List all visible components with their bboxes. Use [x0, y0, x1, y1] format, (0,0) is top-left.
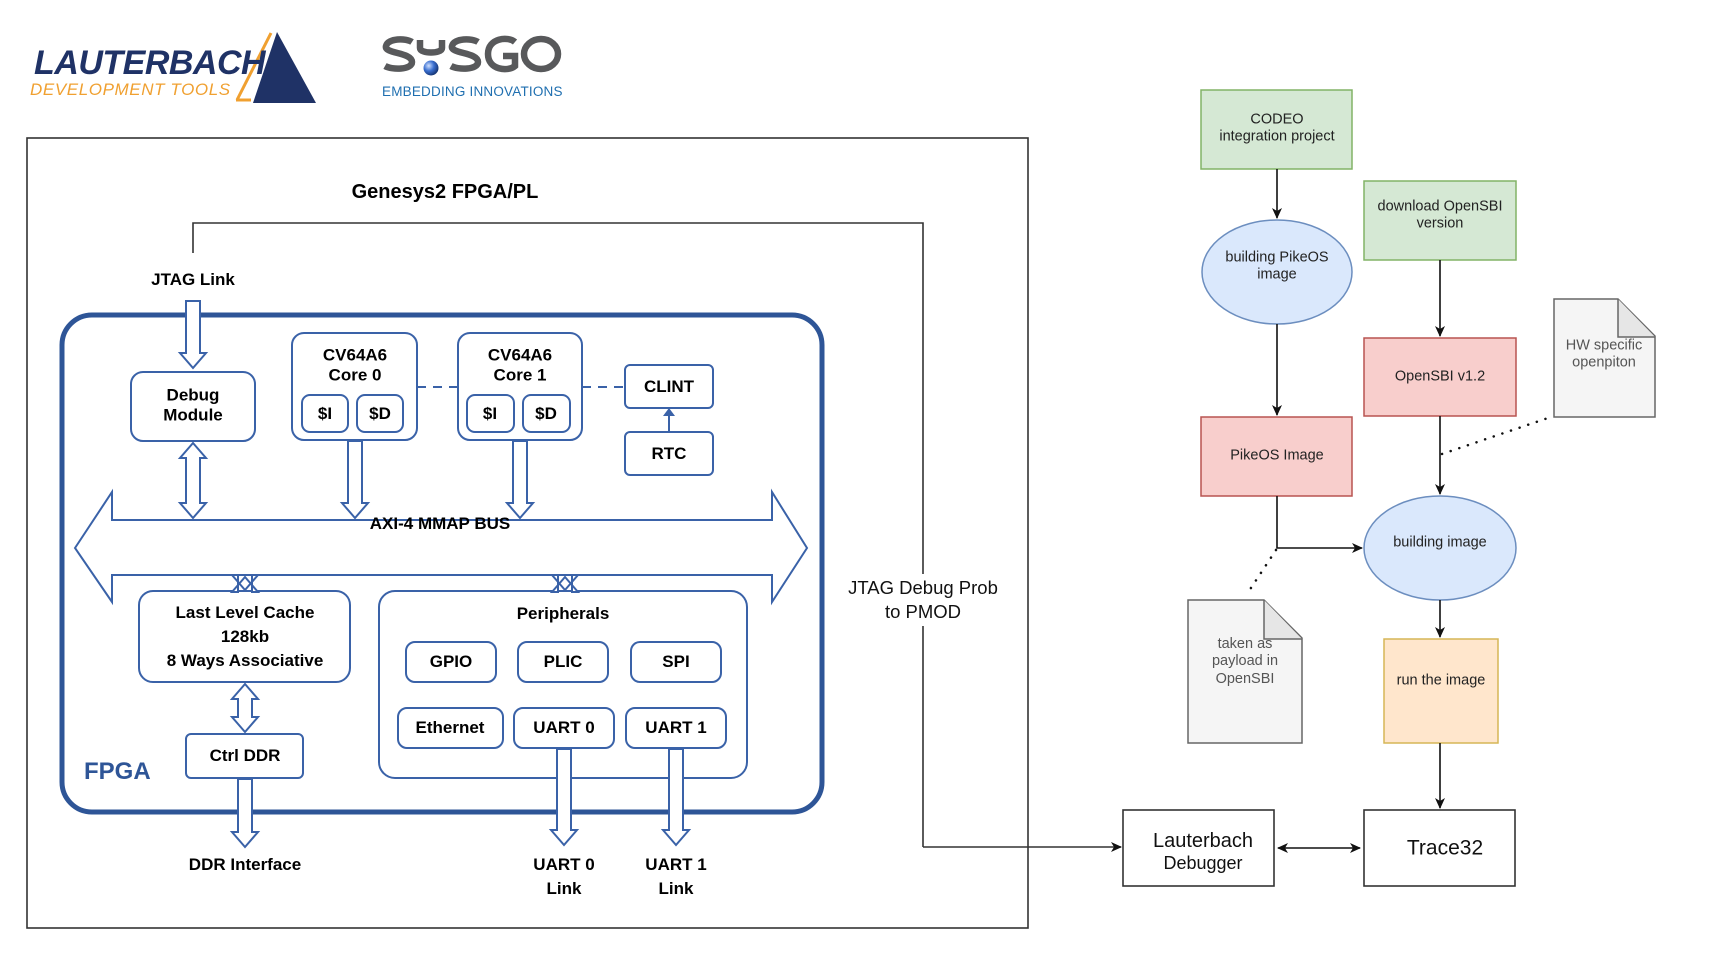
lauterbach-debugger-label: Lauterbach Debugger	[1152, 830, 1254, 874]
plic-label: PLIC	[543, 651, 583, 671]
debug-module-label: Debug Module	[163, 385, 223, 425]
codeo-label: CODEO integration project	[1219, 111, 1335, 145]
fpga-container	[59, 312, 825, 815]
debug-module-box	[130, 371, 256, 442]
jtag-link-label: JTAG Link	[151, 269, 235, 289]
gpio-box	[405, 641, 497, 683]
uart1-link-label: UART 1 Link	[645, 855, 707, 898]
axi-bus-label: AXI-4 MMAP BUS	[369, 513, 511, 533]
peripherals-title: Peripherals	[516, 603, 610, 623]
clint-label: CLINT	[643, 376, 695, 396]
sysgo-logo-tagline: EMBEDDING INNOVATIONS	[382, 84, 563, 99]
board-boundary	[26, 137, 1029, 929]
core0-dcache-label: $D	[369, 403, 391, 423]
core1-label: CV64A6 Core 1	[487, 345, 553, 385]
core1-icache-label: $I	[482, 403, 498, 423]
uart1-label: UART 1	[645, 717, 707, 737]
core1-dcache-box	[522, 394, 571, 433]
gpio-label: GPIO	[429, 651, 473, 671]
building-image-label: building image	[1393, 534, 1487, 551]
ethernet-label: Ethernet	[415, 717, 485, 737]
trace32-label: Trace32	[1406, 836, 1484, 860]
core1-icache-box	[466, 394, 515, 433]
jtag-wire	[192, 222, 924, 847]
ctrl-ddr-label: Ctrl DDR	[209, 745, 281, 765]
core1-bus-arrow	[504, 440, 536, 520]
uart0-link-arrow	[548, 748, 580, 847]
core0-icache-box	[301, 394, 349, 433]
core0-icache-label: $I	[317, 403, 333, 423]
lauterbach-logo-tagline: DEVELOPMENT TOOLS	[30, 80, 231, 99]
ethernet-box	[397, 707, 504, 749]
board-title: Genesys2 FPGA/PL	[351, 181, 539, 203]
llc-ctrl-ddr-arrow	[229, 682, 261, 734]
bus-llc-arrow	[229, 574, 261, 593]
core1-dcache-label: $D	[535, 403, 557, 423]
sysgo-logo-mark	[382, 35, 562, 76]
ddr-interface-label: DDR Interface	[188, 854, 302, 874]
fpga-label: FPGA	[84, 758, 151, 785]
lauterbach-logo-text: LAUTERBACH	[34, 44, 266, 82]
hw-note-label: HW specific openpiton	[1565, 337, 1643, 371]
spi-label: SPI	[662, 651, 690, 671]
uart1-link-arrow	[660, 748, 692, 847]
uart0-label: UART 0	[533, 717, 595, 737]
lauterbach-logo-mark	[235, 32, 316, 103]
build-pikeos-label: building PikeOS image	[1225, 249, 1329, 283]
opensbi-label: OpenSBI v1.2	[1394, 368, 1486, 385]
download-opensbi-label: download OpenSBI version	[1377, 198, 1503, 232]
llc-label: Last Level Cache 128kb 8 Ways Associativ…	[166, 603, 324, 670]
spi-box	[630, 641, 722, 683]
rtc-label: RTC	[651, 443, 687, 463]
run-image-label: run the image	[1396, 672, 1486, 689]
core0-dcache-box	[356, 394, 404, 433]
jtag-probe-label: JTAG Debug Prob to PMOD	[848, 574, 998, 626]
jtag-to-debug-arrow	[177, 300, 209, 370]
pikeos-image-label: PikeOS Image	[1230, 447, 1324, 464]
payload-note-label: taken as payload in OpenSBI	[1211, 635, 1279, 687]
core0-bus-arrow	[339, 440, 371, 520]
core0-label: CV64A6 Core 0	[322, 345, 388, 385]
bus-peripherals-arrow	[549, 574, 581, 593]
llc-box	[138, 590, 351, 683]
debug-bus-arrow	[177, 441, 209, 520]
uart0-link-label: UART 0 Link	[533, 855, 595, 898]
ddr-interface-arrow	[229, 778, 261, 849]
plic-box	[517, 641, 609, 683]
